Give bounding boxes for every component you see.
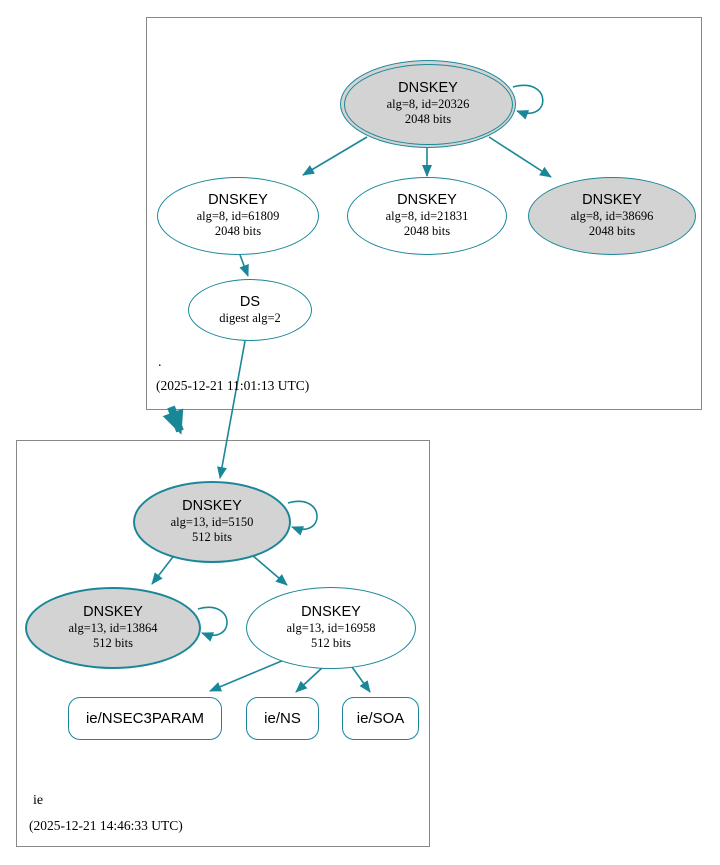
node-bits: 512 bits <box>311 636 351 651</box>
node-title: DNSKEY <box>182 498 242 515</box>
self-loop-ksk5150 <box>287 500 318 536</box>
zone-delegation-arrow <box>162 405 184 435</box>
node-dnskey-61809[interactable]: DNSKEY alg=8, id=61809 2048 bits <box>157 177 319 255</box>
node-alg-id: alg=13, id=5150 <box>170 515 254 530</box>
zone-label-ie: ie <box>33 793 44 808</box>
node-dnskey-5150-ksk[interactable]: DNSKEY alg=13, id=5150 512 bits <box>133 481 291 563</box>
node-rrset-soa[interactable]: ie/SOA <box>342 697 419 740</box>
edge-5150-to-13864 <box>151 552 177 585</box>
edge-16958-to-ns <box>295 666 324 693</box>
node-bits: 2048 bits <box>404 112 452 127</box>
node-alg-id: alg=8, id=61809 <box>196 209 280 224</box>
node-alg-id: alg=8, id=38696 <box>570 209 654 224</box>
zone-timestamp-root: (2025-12-21 11:01:13 UTC) <box>156 378 310 393</box>
node-title: DNSKEY <box>208 192 268 209</box>
edge-61809-to-ds <box>239 254 249 277</box>
edge-5150-to-16958 <box>251 554 288 586</box>
node-ds[interactable]: DS digest alg=2 <box>188 279 312 341</box>
node-dnskey-21831[interactable]: DNSKEY alg=8, id=21831 2048 bits <box>347 177 507 255</box>
node-bits: 2048 bits <box>214 224 262 239</box>
self-loop-13864 <box>197 606 228 642</box>
self-loop-ksk20326 <box>512 84 544 120</box>
node-alg-id: alg=8, id=21831 <box>385 209 469 224</box>
edge-16958-to-soa <box>351 666 371 693</box>
node-title: DNSKEY <box>83 604 143 621</box>
node-title: DNSKEY <box>398 80 458 97</box>
node-bits: 2048 bits <box>403 224 451 239</box>
node-rrset-ns[interactable]: ie/NS <box>246 697 319 740</box>
node-alg-id: alg=8, id=20326 <box>386 97 470 112</box>
node-title: DS <box>239 294 261 311</box>
edge-16958-to-nsec3param <box>209 659 285 692</box>
node-dnskey-38696[interactable]: DNSKEY alg=8, id=38696 2048 bits <box>528 177 696 255</box>
node-title: DNSKEY <box>397 192 457 209</box>
node-dnskey-13864[interactable]: DNSKEY alg=13, id=13864 512 bits <box>25 587 201 669</box>
node-alg-id: alg=13, id=16958 <box>286 621 376 636</box>
node-bits: 2048 bits <box>588 224 636 239</box>
edge-ksk20326-to-38696 <box>488 136 552 178</box>
node-digest-alg: digest alg=2 <box>219 310 281 325</box>
node-rrset-nsec3param[interactable]: ie/NSEC3PARAM <box>68 697 222 740</box>
zone-label-root: . <box>158 355 162 370</box>
node-title: DNSKEY <box>301 604 361 621</box>
zone-timestamp-ie: (2025-12-21 14:46:33 UTC) <box>29 818 183 833</box>
node-alg-id: alg=13, id=13864 <box>68 621 158 636</box>
node-bits: 512 bits <box>192 530 232 545</box>
edge-ds-to-ksk5150 <box>217 340 246 479</box>
node-dnskey-16958[interactable]: DNSKEY alg=13, id=16958 512 bits <box>246 587 416 669</box>
node-title: DNSKEY <box>582 192 642 209</box>
edge-ksk20326-to-61809 <box>302 136 368 176</box>
node-dnskey-20326-ksk[interactable]: DNSKEY alg=8, id=20326 2048 bits <box>340 60 516 148</box>
node-bits: 512 bits <box>93 636 133 651</box>
